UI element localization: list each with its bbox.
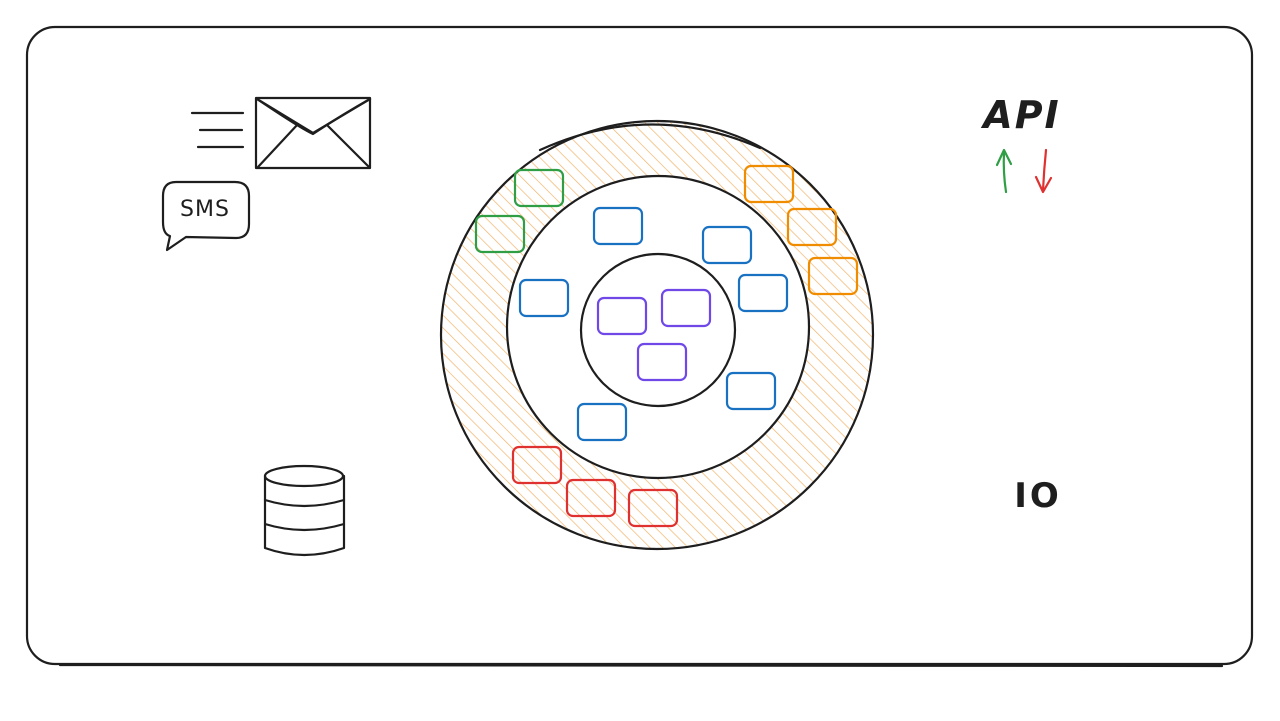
diagram-frame — [25, 25, 1254, 666]
speech-bubble-icon: SMS — [161, 180, 251, 252]
component-box-blue-3 — [518, 278, 570, 318]
component-box-blue-4 — [737, 273, 789, 313]
sms-label: SMS — [180, 197, 230, 222]
component-box-red-2 — [565, 478, 617, 518]
arrow-down-icon — [1034, 148, 1053, 194]
component-box-red-3 — [627, 488, 679, 528]
middle-layer — [505, 174, 811, 480]
component-box-orange-2 — [786, 207, 838, 247]
component-box-blue-6 — [576, 402, 628, 442]
component-box-orange-3 — [807, 256, 859, 296]
component-box-blue-1 — [592, 206, 644, 246]
component-box-blue-5 — [725, 371, 777, 411]
component-box-purple-3 — [636, 342, 688, 382]
component-box-green-1 — [513, 168, 565, 208]
io-label: IO — [1014, 476, 1062, 516]
component-box-green-2 — [474, 214, 526, 254]
component-box-purple-1 — [596, 296, 648, 336]
inner-layer — [579, 252, 737, 408]
arrow-up-icon — [995, 148, 1013, 194]
diagram-frame-shadow — [58, 663, 1224, 668]
api-label: API — [980, 93, 1060, 137]
database-icon — [263, 464, 346, 557]
component-box-orange-1 — [743, 164, 795, 204]
api-group: API — [980, 93, 1060, 194]
component-box-red-1 — [511, 445, 563, 485]
envelope-icon — [190, 96, 372, 170]
component-box-purple-2 — [660, 288, 712, 328]
outer-layer — [439, 119, 875, 551]
component-box-blue-2 — [701, 225, 753, 265]
